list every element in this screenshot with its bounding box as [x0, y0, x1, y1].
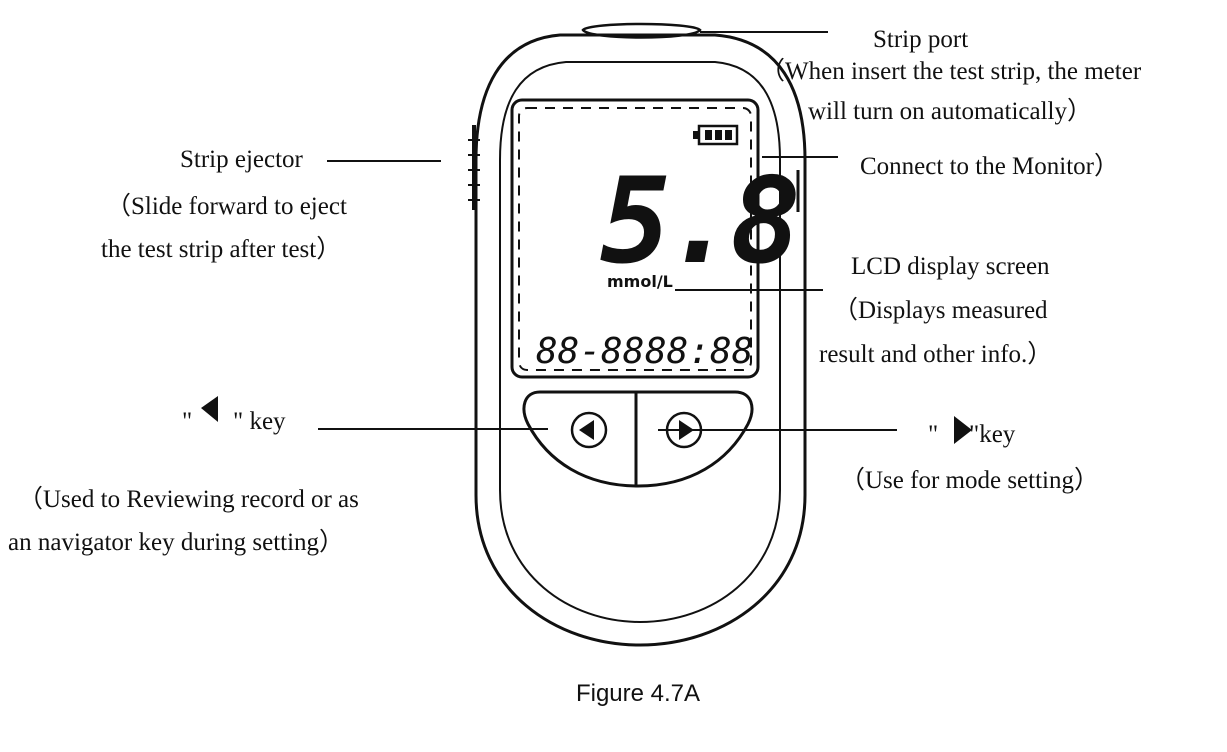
label-strip-ejector-note-2: the test strip after test） — [101, 235, 341, 263]
left-key-arrow-icon — [201, 396, 218, 422]
strip-port — [581, 22, 702, 39]
meter-outer-shell — [474, 33, 807, 647]
label-left-key-note-1: （Used to Reviewing record or as — [18, 485, 359, 513]
label-strip-port-note-2: will turn on automatically） — [808, 97, 1092, 125]
meter-inner-bezel — [499, 61, 781, 624]
button-pad — [522, 390, 754, 488]
lcd-dashed-frame — [518, 107, 752, 371]
label-strip-port-note-1: （When insert the test strip, the meter — [760, 57, 1142, 85]
lcd-screen — [510, 98, 760, 379]
label-lcd-title: LCD display screen — [851, 253, 1050, 280]
label-right-key-note: （Use for mode setting） — [840, 466, 1099, 494]
meter-body — [468, 22, 807, 647]
lcd-date: 88-88 — [536, 331, 644, 372]
label-lcd-note-2: result and other info.） — [819, 340, 1052, 368]
label-lcd-note-1: （Displays measured — [833, 296, 1048, 324]
label-right-key-open: " — [928, 421, 938, 448]
left-key-button[interactable] — [570, 411, 608, 449]
strip-ejector-ridges — [468, 139, 480, 201]
right-key-arrow-icon — [954, 416, 972, 444]
labels: Strip port （When insert the test strip, … — [8, 26, 1142, 556]
label-right-key-close: "key — [969, 421, 1016, 448]
lcd-time: 88:88 — [645, 331, 753, 372]
label-left-key-close: " key — [233, 408, 286, 435]
label-left-key-note-2: an navigator key during setting） — [8, 528, 344, 556]
label-connect-monitor: Connect to the Monitor） — [860, 152, 1119, 180]
label-strip-ejector: Strip ejector — [180, 146, 304, 173]
battery-icon — [693, 124, 739, 146]
lcd-unit: mmol/L — [607, 272, 673, 291]
lcd-reading: 5.8 — [600, 152, 796, 290]
label-left-key-open: " — [182, 408, 192, 435]
label-strip-ejector-note-1: （Slide forward to eject — [106, 192, 347, 220]
label-strip-port: Strip port — [873, 26, 968, 53]
left-arrow-icon — [579, 420, 594, 440]
leader-lines — [318, 31, 897, 431]
figure-caption: Figure 4.7A — [576, 680, 700, 707]
